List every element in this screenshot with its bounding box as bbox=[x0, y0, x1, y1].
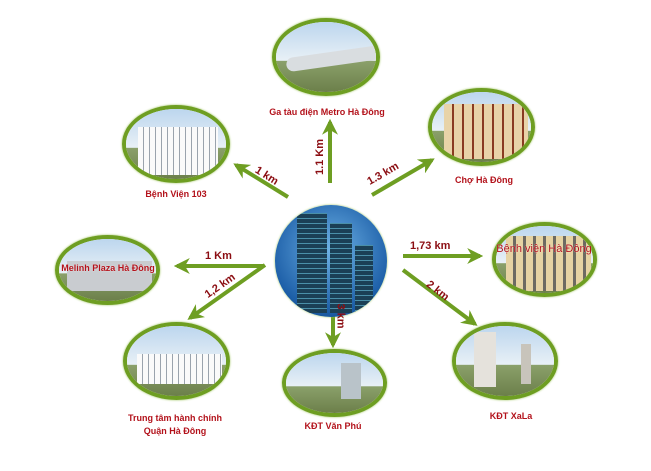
cho-ha-dong-image bbox=[428, 88, 535, 166]
arrow-benh-vien-103 bbox=[233, 163, 290, 199]
label-benh-vien-ha-dong: Bệnh viện Hà Đông bbox=[496, 243, 592, 255]
arrow-xala bbox=[401, 268, 478, 326]
label-trung-tam-line2: Quận Hà Đông bbox=[143, 426, 207, 436]
label-metro: Ga tàu điện Metro Hà Đông bbox=[269, 107, 385, 117]
distance-kdt-van-phu: 3 km bbox=[334, 303, 347, 329]
trung-tam-hanh-chinh-image bbox=[123, 322, 230, 400]
label-benh-vien-103: Bệnh Viện 103 bbox=[145, 189, 207, 199]
metro-station-image bbox=[272, 18, 380, 96]
label-kdt-van-phu: KĐT Văn Phú bbox=[304, 421, 362, 431]
kdt-xala-image bbox=[452, 322, 558, 400]
arrow-cho-ha-dong bbox=[370, 158, 435, 197]
label-kdt-xala: KĐT XaLa bbox=[489, 411, 533, 421]
label-cho-ha-dong: Chợ Hà Đông bbox=[455, 175, 513, 185]
distance-melinh-plaza: 1 Km bbox=[205, 250, 232, 262]
arrow-trung-tam bbox=[187, 263, 267, 320]
distance-benh-vien-ha-dong: 1,73 km bbox=[410, 240, 451, 252]
label-melinh-plaza: Melinh Plaza Hà Đông bbox=[61, 263, 155, 273]
melinh-plaza-image bbox=[55, 235, 160, 305]
center-project-image bbox=[275, 205, 387, 317]
benh-vien-ha-dong-image bbox=[492, 222, 597, 297]
label-trung-tam-line1: Trung tâm hành chính bbox=[128, 413, 222, 423]
kdt-van-phu-image bbox=[282, 349, 387, 417]
distance-metro: 1.1 Km bbox=[314, 138, 327, 176]
benh-vien-103-image bbox=[122, 105, 230, 183]
